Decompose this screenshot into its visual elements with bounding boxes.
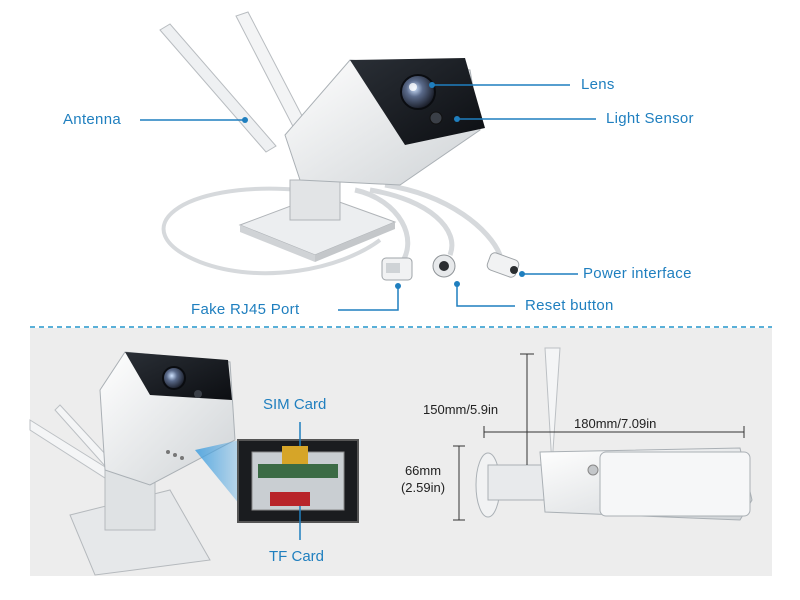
rj45-connector [381, 257, 413, 281]
leader-reset [454, 281, 515, 307]
dim-antenna-height: 150mm/5.9in [423, 402, 499, 417]
leader-lens [429, 82, 570, 88]
top-camera-illustration [159, 11, 520, 281]
bottom-left-camera [29, 351, 240, 576]
label-light-sensor: Light Sensor [606, 110, 694, 127]
leader-antenna [140, 117, 248, 123]
dim-height: 66mm (2.59in) [393, 462, 453, 496]
leader-power [519, 271, 578, 277]
dimension-camera [475, 347, 753, 521]
dim-height-mm: 66mm [404, 463, 442, 478]
label-lens: Lens [581, 76, 615, 93]
dim-antenna-height-line [520, 353, 534, 465]
card-slot-closeup [237, 422, 359, 540]
power-connector [486, 252, 520, 278]
reset-connector [432, 254, 456, 278]
camera-body [284, 58, 485, 186]
leader-rj45 [338, 283, 401, 311]
leader-light-sensor [454, 116, 596, 122]
label-antenna: Antenna [63, 111, 121, 128]
dim-length: 180mm/7.09in [574, 416, 657, 431]
dim-height-line [453, 445, 465, 521]
label-sim-card: SIM Card [263, 396, 327, 413]
label-reset-button: Reset button [525, 297, 614, 314]
label-tf-card: TF Card [269, 548, 325, 565]
mount-base [238, 179, 397, 262]
dim-length-line [483, 426, 745, 438]
label-fake-rj45: Fake RJ45 Port [191, 301, 300, 318]
label-power-interface: Power interface [583, 265, 692, 282]
dim-height-in: (2.59in) [400, 480, 446, 495]
